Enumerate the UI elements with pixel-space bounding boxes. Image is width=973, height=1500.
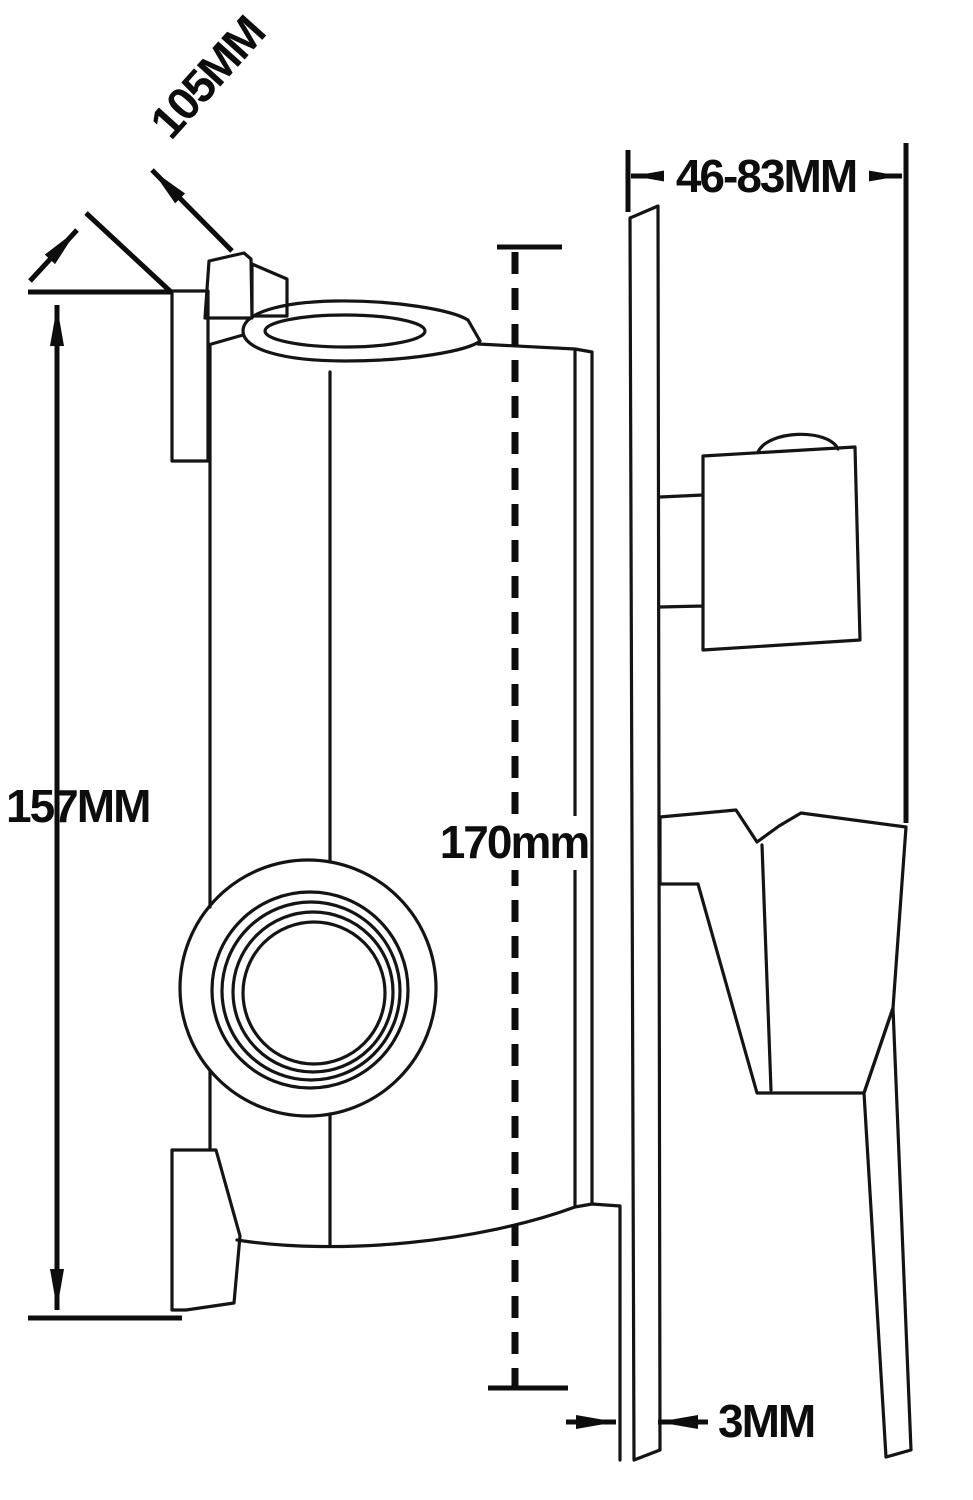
wall-plate-drawing [628,204,662,1462]
dimension-170mm: 170mm [440,244,590,1391]
dimension-157mm: 157MM [6,289,182,1321]
lever-tail-outline [862,1006,913,1459]
dimension-46-83mm: 46-83MM [625,143,909,823]
inlet-ring-3 [220,900,402,1082]
lever-head-outline [658,808,908,1095]
dimension-label-157mm: 157MM [6,780,149,832]
lever-handle-drawing [658,808,913,1459]
inlet-ring-4 [231,910,395,1074]
valve-body-outline [170,251,622,1462]
wall-plate-outline [628,204,662,1462]
inlet-ring-2 [210,890,410,1090]
dimension-label-3mm: 3MM [718,1395,814,1447]
diverter-knob-drawing [658,432,862,652]
valve-body-drawing [170,251,622,1462]
dimension-label-170mm: 170mm [440,816,589,868]
dimension-105mm: 105MM [28,7,275,294]
inlet-ring-outer [178,858,438,1118]
diagonal-arrow-up-right [28,228,79,283]
top-port-flange [241,299,482,363]
dimension-label-105mm: 105MM [140,7,275,148]
diagonal-leader-arrow [150,168,234,253]
diagonal-extension-line [84,211,173,294]
dimension-3mm: 3MM [566,1395,816,1447]
label-mask-46-83 [664,150,869,200]
top-port-inner-ellipse [263,313,427,349]
knob-outline [658,432,862,652]
inlet-port-rings [178,858,438,1118]
dimension-label-46-83mm: 46-83MM [676,150,856,202]
inlet-ring-inner [241,920,387,1066]
label-mask-170 [445,816,583,870]
